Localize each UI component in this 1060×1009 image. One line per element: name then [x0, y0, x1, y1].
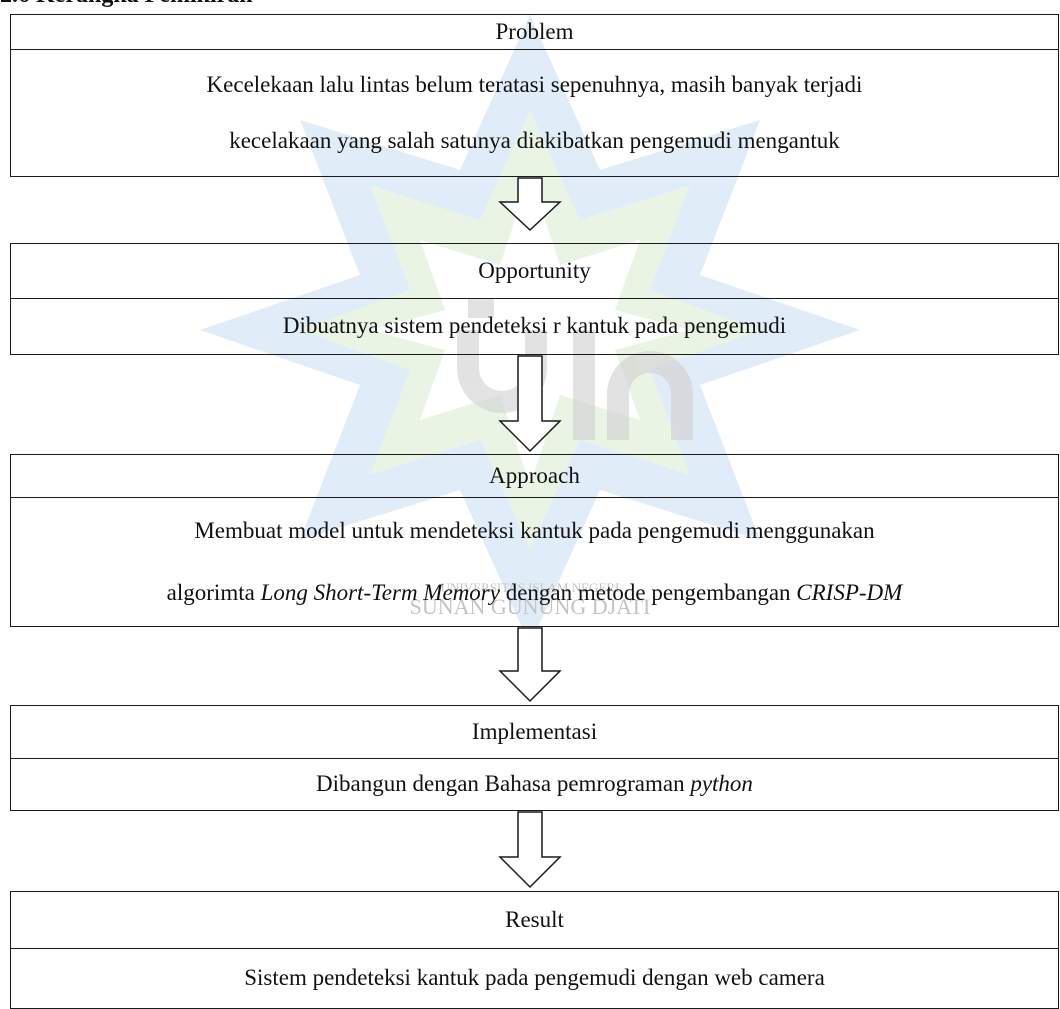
implementasi-title: Implementasi [471, 719, 598, 744]
implementasi-description: Dibangun dengan Bahasa pemrograman pytho… [11, 758, 1058, 809]
approach-title: Approach [489, 463, 580, 488]
approach-description: Membuat model untuk mendeteksi kantuk pa… [11, 497, 1058, 625]
problem-line-2: kecelakaan yang salah satunya diakibatka… [229, 127, 840, 153]
problem-box: Problem Kecelekaan lalu lintas belum ter… [10, 14, 1059, 177]
down-arrow-2 [498, 355, 562, 453]
opportunity-title: Opportunity [478, 258, 591, 283]
problem-description: Kecelekaan lalu lintas belum teratasi se… [11, 49, 1058, 175]
down-arrow-3 [498, 627, 562, 703]
opportunity-description: Dibuatnya sistem pendeteksi r kantuk pad… [11, 298, 1058, 353]
problem-title: Problem [495, 19, 574, 44]
implementasi-box: Implementasi Dibangun dengan Bahasa pemr… [10, 705, 1059, 811]
down-arrow-1 [498, 177, 562, 232]
down-arrow-4 [498, 811, 562, 889]
opportunity-box: Opportunity Dibuatnya sistem pendeteksi … [10, 243, 1059, 355]
section-heading: 2.6 Kerangka Pemikiran [0, 0, 253, 9]
result-description: Sistem pendeteksi kantuk pada pengemudi … [11, 948, 1058, 1006]
approach-line-1: Membuat model untuk mendeteksi kantuk pa… [194, 517, 875, 543]
approach-line-2: algorimta Long Short-Term Memory dengan … [166, 579, 903, 605]
result-box: Result Sistem pendeteksi kantuk pada pen… [10, 891, 1059, 1009]
result-title: Result [505, 907, 564, 932]
problem-line-1: Kecelekaan lalu lintas belum teratasi se… [206, 71, 863, 97]
approach-box: Approach Membuat model untuk mendeteksi … [10, 454, 1059, 627]
